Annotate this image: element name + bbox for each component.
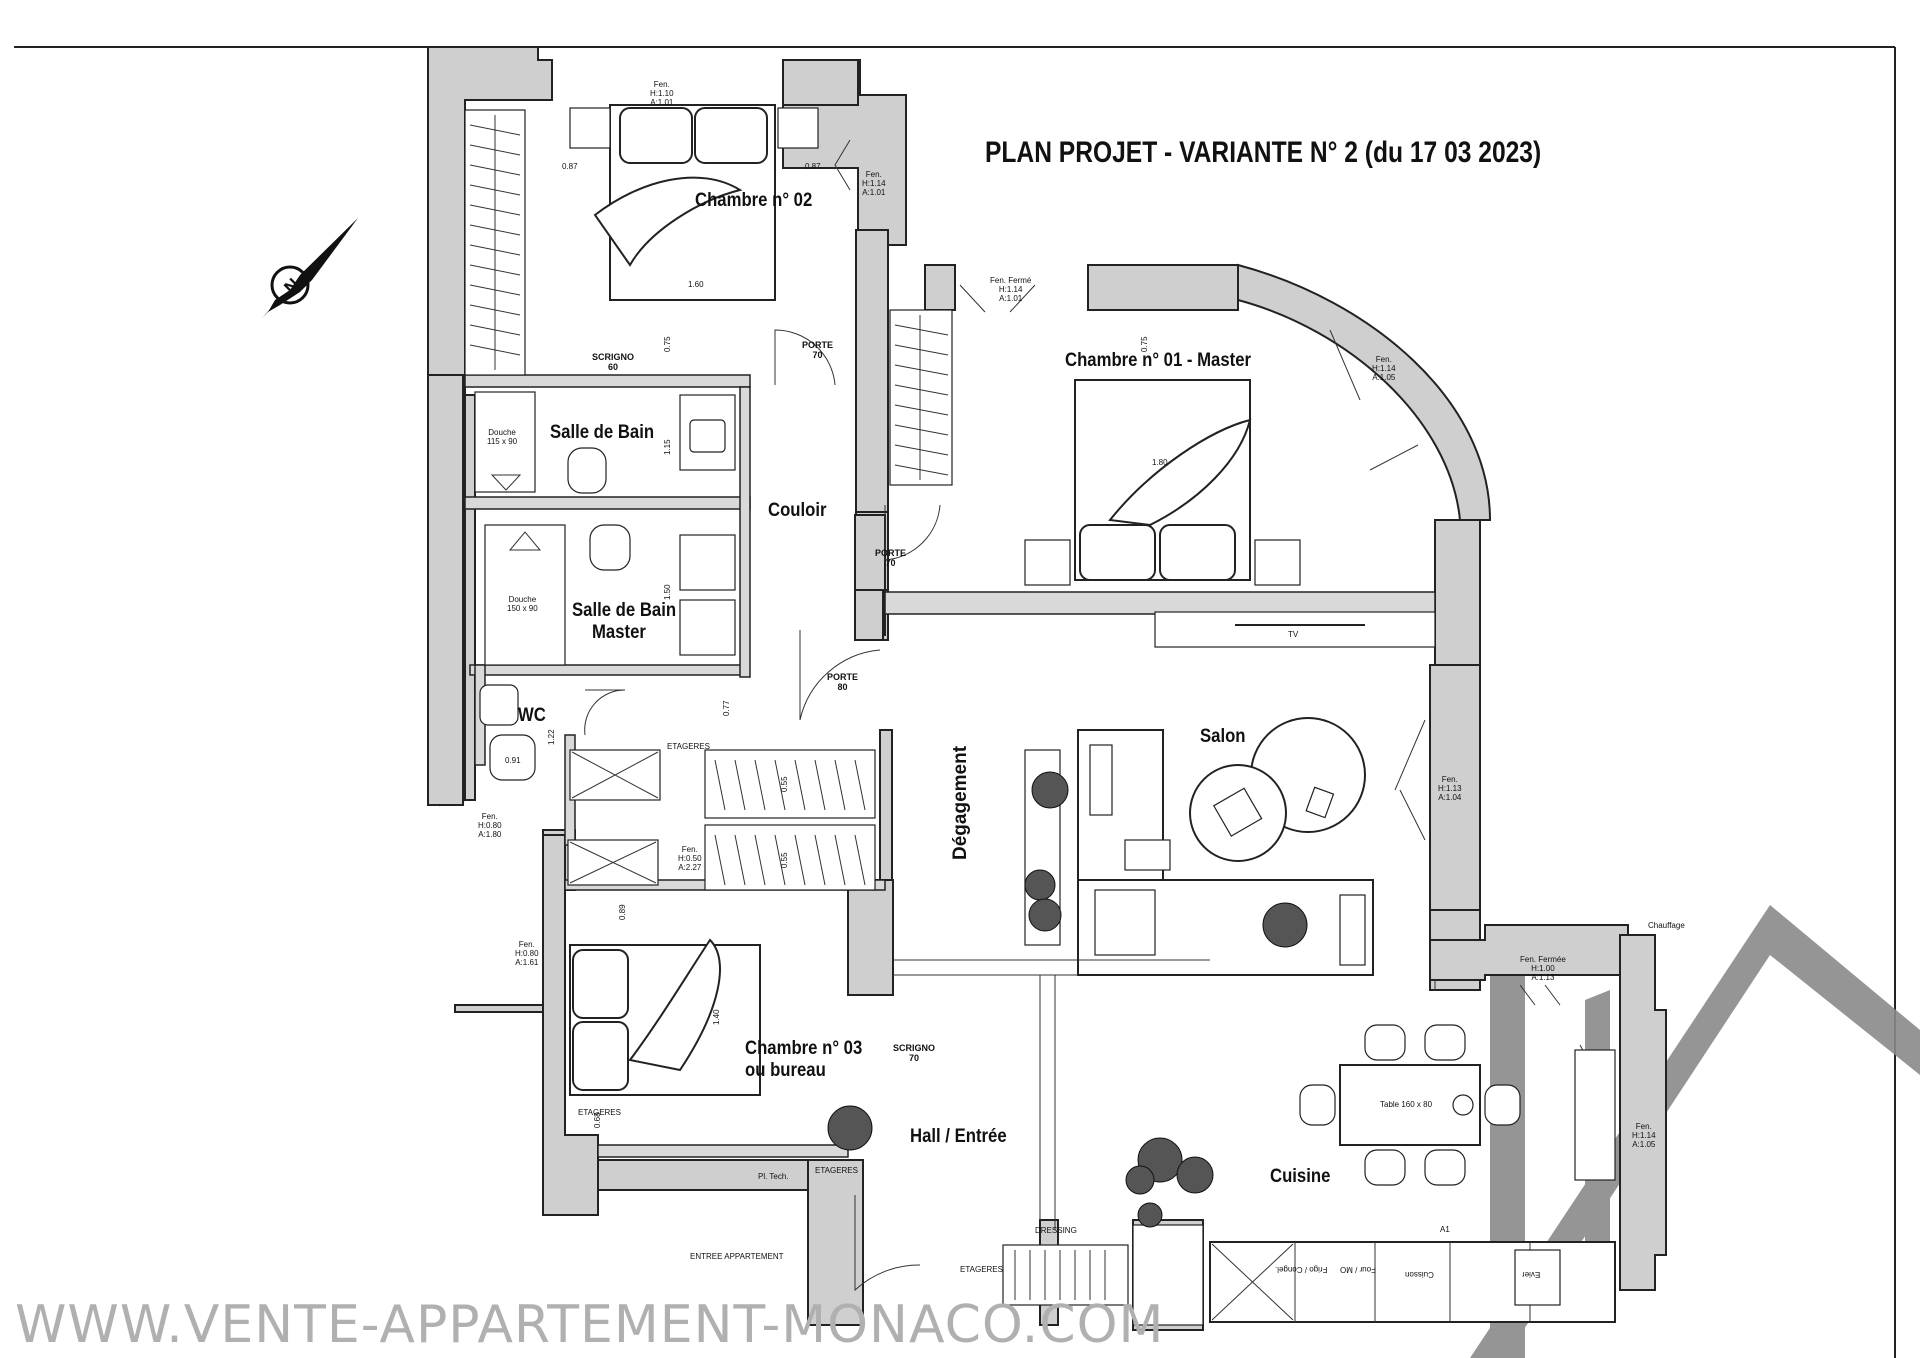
room-label-sdb-master-line2: Master <box>592 622 646 643</box>
dimension-label: 0.77 <box>722 700 731 716</box>
cuisson-label: Cuisson <box>1405 1270 1434 1279</box>
dimension-label: 0.55 <box>780 852 789 868</box>
chauffage-label: Chauffage <box>1648 921 1685 930</box>
room-label-chambre-3-line2: ou bureau <box>745 1060 826 1081</box>
room-label-sdb-master-line1: Salle de Bain <box>572 600 677 621</box>
salon-furniture <box>1024 611 1436 976</box>
bed-chambre2 <box>569 104 819 301</box>
table-label: Table 160 x 80 <box>1380 1100 1433 1109</box>
a1-label: A1 <box>1440 1225 1450 1234</box>
room-label-hall: Hall / Entrée <box>910 1126 1007 1147</box>
room-label-chambre-3-line1: Chambre n° 03 <box>745 1038 863 1059</box>
etageres-label: ETAGERES <box>960 1265 1003 1274</box>
room-label-chambre-1: Chambre n° 01 - Master <box>1065 350 1252 371</box>
room-label-wc: WC <box>518 705 546 726</box>
evier-label: Evier <box>1522 1270 1541 1279</box>
room-label-degagement: Dégagement <box>950 745 971 860</box>
room-label-cuisine: Cuisine <box>1270 1166 1331 1187</box>
frigo-label: Frigo / Congel. <box>1275 1265 1328 1274</box>
four-label: Four / MO <box>1340 1265 1377 1274</box>
bed-chambre1 <box>1024 379 1301 586</box>
dressing-label: DRESSING <box>1035 1226 1077 1235</box>
site-watermark: WWW.VENTE-APPARTEMENT-MONACO.COM <box>15 1295 1165 1355</box>
room-label-couloir: Couloir <box>768 500 827 521</box>
dimension-label: 1.50 <box>663 584 672 600</box>
plan-title: PLAN PROJET - VARIANTE N° 2 (du 17 03 20… <box>985 136 1542 169</box>
etageres-label: ETAGERES <box>578 1108 621 1117</box>
dimension-label: 0.75 <box>1140 336 1149 352</box>
pl-tech-label: Pl. Tech. <box>758 1172 789 1181</box>
etageres-label: ETAGERES <box>667 742 710 751</box>
bed-chambre3 <box>569 938 761 1096</box>
etageres-label: ETAGERES <box>815 1166 858 1175</box>
entree-appartement-label: ENTREE APPARTEMENT <box>690 1252 784 1261</box>
room-label-salle-de-bain: Salle de Bain <box>550 422 655 443</box>
dimension-label: 1.15 <box>663 439 672 455</box>
dimension-label: 0.91 <box>505 756 521 765</box>
dimension-label: 1.22 <box>547 729 556 745</box>
room-label-chambre-2: Chambre n° 02 <box>695 190 813 211</box>
north-compass-icon: N <box>262 218 358 318</box>
wardrobe-chambre1 <box>889 309 953 486</box>
dimension-label: 0.87 <box>805 162 821 171</box>
dressing-shelves <box>704 749 876 891</box>
dimension-label: 1.80 <box>1152 458 1168 467</box>
room-outlines <box>893 959 1436 1230</box>
dimension-label: 1.60 <box>688 280 704 289</box>
dimension-label: 1.40 <box>712 1009 721 1025</box>
dimension-label: 0.55 <box>780 776 789 792</box>
entry-dressing <box>1002 1244 1129 1306</box>
room-label-salon: Salon <box>1200 726 1246 747</box>
tv-label: TV <box>1288 630 1299 639</box>
kitchen-furniture <box>827 1024 1616 1326</box>
dimension-label: 0.75 <box>663 336 672 352</box>
bathroom-fixtures <box>474 391 736 886</box>
dimension-label: 0.87 <box>562 162 578 171</box>
wardrobe-chambre2 <box>464 109 526 376</box>
dimension-label: 0.89 <box>618 904 627 920</box>
